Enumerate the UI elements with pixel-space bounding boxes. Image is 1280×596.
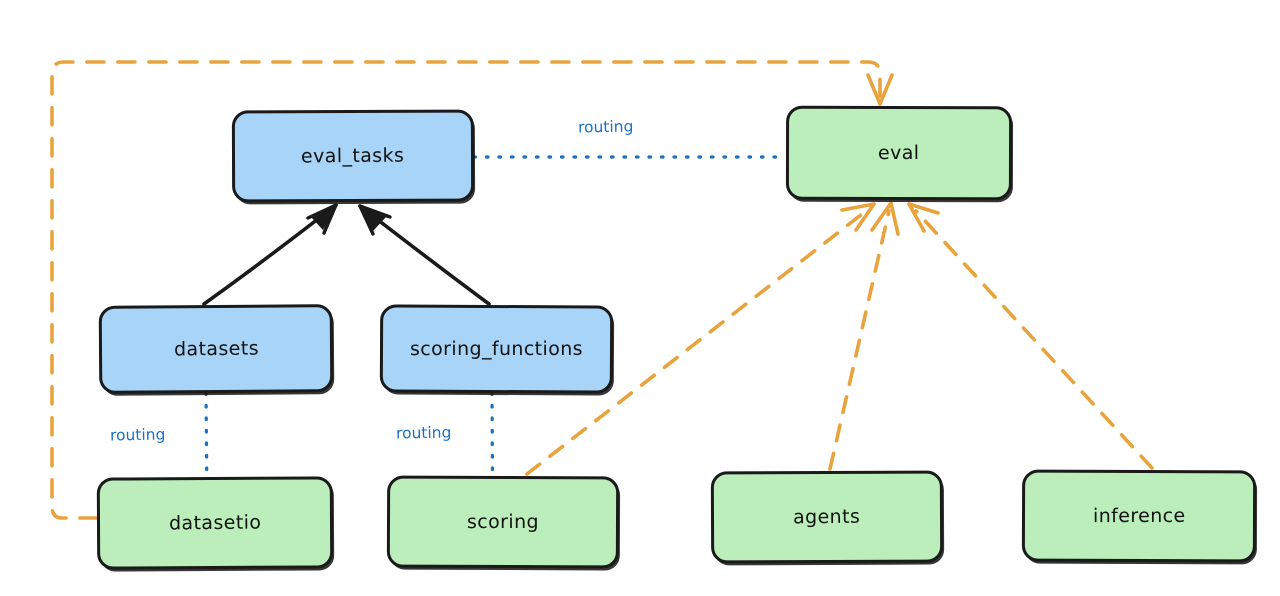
node-eval-tasks[interactable]: eval_tasks [231, 109, 475, 203]
edge-datasetio-eval [50, 60, 894, 520]
edge-scoring_functions-scoring [490, 391, 495, 478]
node-scoring-functions[interactable]: scoring_functions [379, 304, 614, 394]
node-scoring[interactable]: scoring [386, 475, 620, 569]
edge-datasets-eval_tasks [202, 203, 338, 306]
edge-scoring_functions-eval_tasks [358, 204, 491, 306]
node-datasets[interactable]: datasets [98, 304, 334, 394]
edge-inference-eval [907, 202, 1154, 470]
node-label-scoring-functions: scoring_functions [409, 337, 583, 361]
node-label-scoring: scoring [466, 510, 540, 534]
node-label-datasetio: datasetio [168, 511, 262, 535]
edge-label-routing-datasetio: routing [109, 425, 166, 445]
node-label-inference: inference [1092, 504, 1186, 528]
node-label-eval: eval [878, 141, 920, 165]
node-datasetio[interactable]: datasetio [96, 476, 334, 570]
edge-label-routing-eval: routing [577, 117, 634, 137]
edge-datasets-datasetio [204, 391, 209, 479]
node-inference[interactable]: inference [1021, 469, 1257, 563]
edge-label-routing-scoring: routing [395, 423, 452, 443]
node-label-eval-tasks: eval_tasks [301, 144, 405, 168]
node-agents[interactable]: agents [710, 470, 944, 564]
node-label-agents: agents [793, 505, 861, 529]
edge-scoring-eval [525, 202, 876, 476]
edge-agents-eval [828, 201, 900, 471]
node-label-datasets: datasets [173, 337, 259, 361]
node-eval[interactable]: eval [785, 105, 1013, 201]
